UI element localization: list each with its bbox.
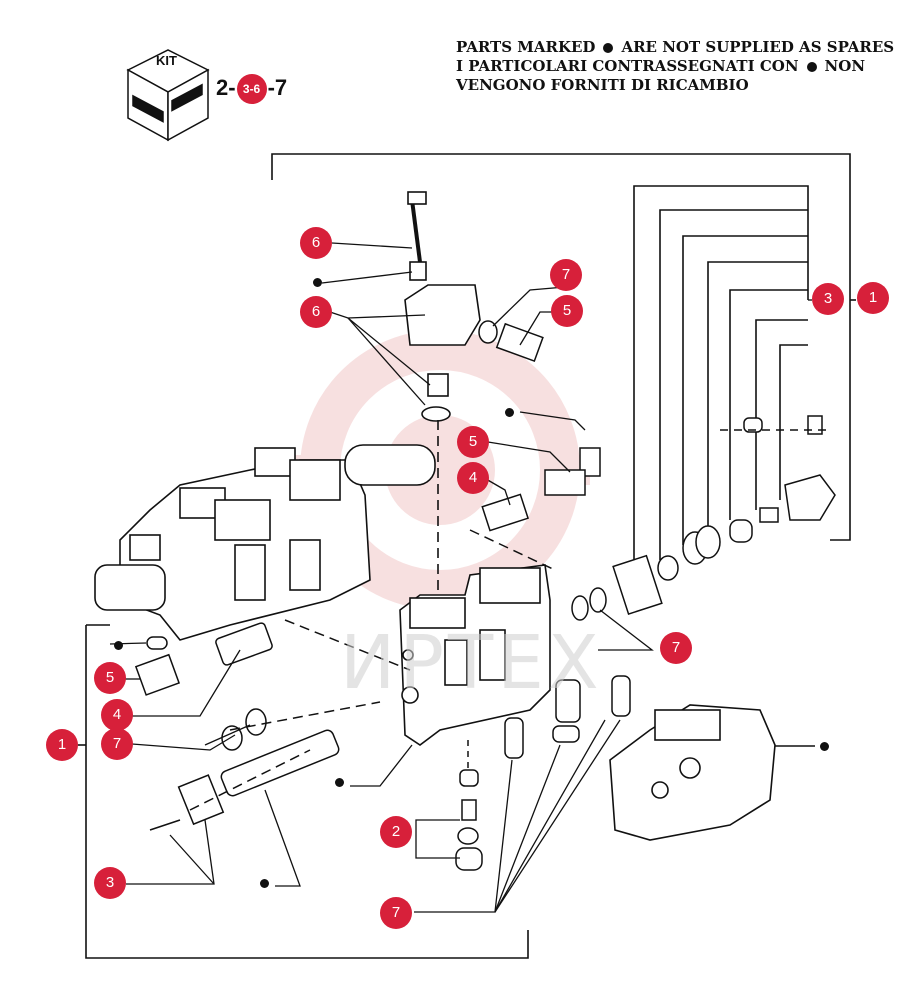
not-supplied-marker — [335, 778, 344, 787]
spool-assembly — [134, 619, 411, 831]
bullet-dot-icon — [806, 61, 817, 72]
callout-badge[interactable]: 4 — [101, 699, 133, 731]
not-supplied-marker — [114, 641, 123, 650]
callout-badge[interactable]: 4 — [457, 462, 489, 494]
callout-badge[interactable]: 5 — [94, 662, 126, 694]
note-line-1a: PARTS MARKED — [456, 38, 596, 56]
bullet-dot-icon — [603, 42, 614, 53]
kit-box-icon — [126, 49, 210, 142]
callout-badge[interactable]: 5 — [457, 426, 489, 458]
kit-reference: 2-3-6-7 — [216, 74, 287, 104]
callout-badge[interactable]: 1 — [857, 282, 889, 314]
top-block — [404, 191, 481, 595]
callout-badge[interactable]: 5 — [551, 295, 583, 327]
callout-badge[interactable]: 7 — [101, 728, 133, 760]
callout-badge[interactable]: 7 — [380, 897, 412, 929]
kit-label: KIT — [156, 53, 177, 68]
valve-block-left — [94, 444, 436, 641]
bracket-lines — [78, 153, 856, 959]
right-components — [469, 320, 836, 621]
note-line-3: VENGONO FORNITI DI RICAMBIO — [456, 76, 749, 94]
note-line-2: I PARTICOLARI CONTRASSEGNATI CON NON — [456, 57, 894, 76]
bottom-parts — [455, 675, 631, 871]
spares-note: PARTS MARKED ARE NOT SUPPLIED AS SPARES I… — [456, 38, 894, 95]
callout-badge[interactable]: 6 — [300, 296, 332, 328]
callout-badge[interactable]: 1 — [46, 729, 78, 761]
callout-badge[interactable]: 7 — [550, 259, 582, 291]
callout-badge[interactable]: 2 — [380, 816, 412, 848]
callout-badge[interactable]: 7 — [660, 632, 692, 664]
note-line-2a: I PARTICOLARI CONTRASSEGNATI CON — [456, 57, 799, 75]
kit-ref-suffix: -7 — [267, 74, 288, 100]
note-line-2b: NON — [824, 57, 866, 75]
callout-badge[interactable]: 3 — [812, 283, 844, 315]
not-supplied-marker — [820, 742, 829, 751]
valve-section-center — [399, 564, 551, 746]
kit-ref-highlight: 3-6 — [236, 74, 267, 104]
not-supplied-marker — [313, 278, 322, 287]
note-line-1: PARTS MARKED ARE NOT SUPPLIED AS SPARES — [456, 38, 894, 57]
not-supplied-marker — [260, 879, 269, 888]
kit-ref-prefix: 2- — [216, 74, 236, 100]
callout-badge[interactable]: 6 — [300, 227, 332, 259]
not-supplied-marker — [505, 408, 514, 417]
end-block — [609, 704, 815, 841]
callout-badge[interactable]: 3 — [94, 867, 126, 899]
watermark-text: ИРТЕХ — [340, 620, 603, 706]
note-line-1b: ARE NOT SUPPLIED AS SPARES — [621, 38, 895, 56]
